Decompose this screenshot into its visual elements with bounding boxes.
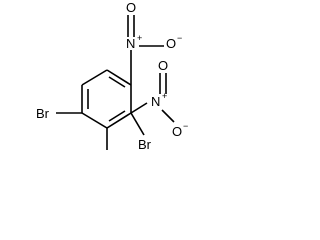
nitro-group-top: N + O O −: [126, 0, 182, 51]
atom-n-right: N: [151, 94, 160, 109]
atom-o-top-up: O: [126, 0, 136, 15]
atom-o-right-down: O: [172, 124, 182, 139]
ring-double-bond-c2-c3: [108, 76, 126, 88]
ring-bond-c4-c5: [106, 112, 132, 129]
nitro-group-right: N + O O −: [151, 58, 188, 139]
ring-double-bond-c4-c5: [108, 110, 126, 122]
atom-n-top: N: [126, 36, 135, 51]
bond-c-br-bottom: [130, 112, 145, 136]
ring-bond-c1-c2: [81, 69, 108, 86]
atom-br-bottom: Br: [138, 137, 152, 152]
ring-bond-c2-c3: [106, 69, 132, 86]
bond-c-n-right: [130, 102, 148, 114]
charge-o-top-right: −: [177, 33, 182, 43]
charge-n-top: +: [137, 33, 142, 43]
atom-br-left: Br: [36, 106, 50, 121]
chemical-structure-diagram: N + O O − N + O O − Br Br: [36, 0, 188, 152]
charge-n-right: +: [162, 91, 167, 101]
atom-o-top-right: O: [166, 36, 176, 51]
atom-o-right-up: O: [158, 58, 168, 73]
bond-n-o-right-down: [161, 109, 175, 123]
benzene-ring: [81, 69, 132, 129]
charge-o-right-down: −: [183, 121, 188, 131]
ring-bond-c5-c6: [81, 112, 108, 129]
